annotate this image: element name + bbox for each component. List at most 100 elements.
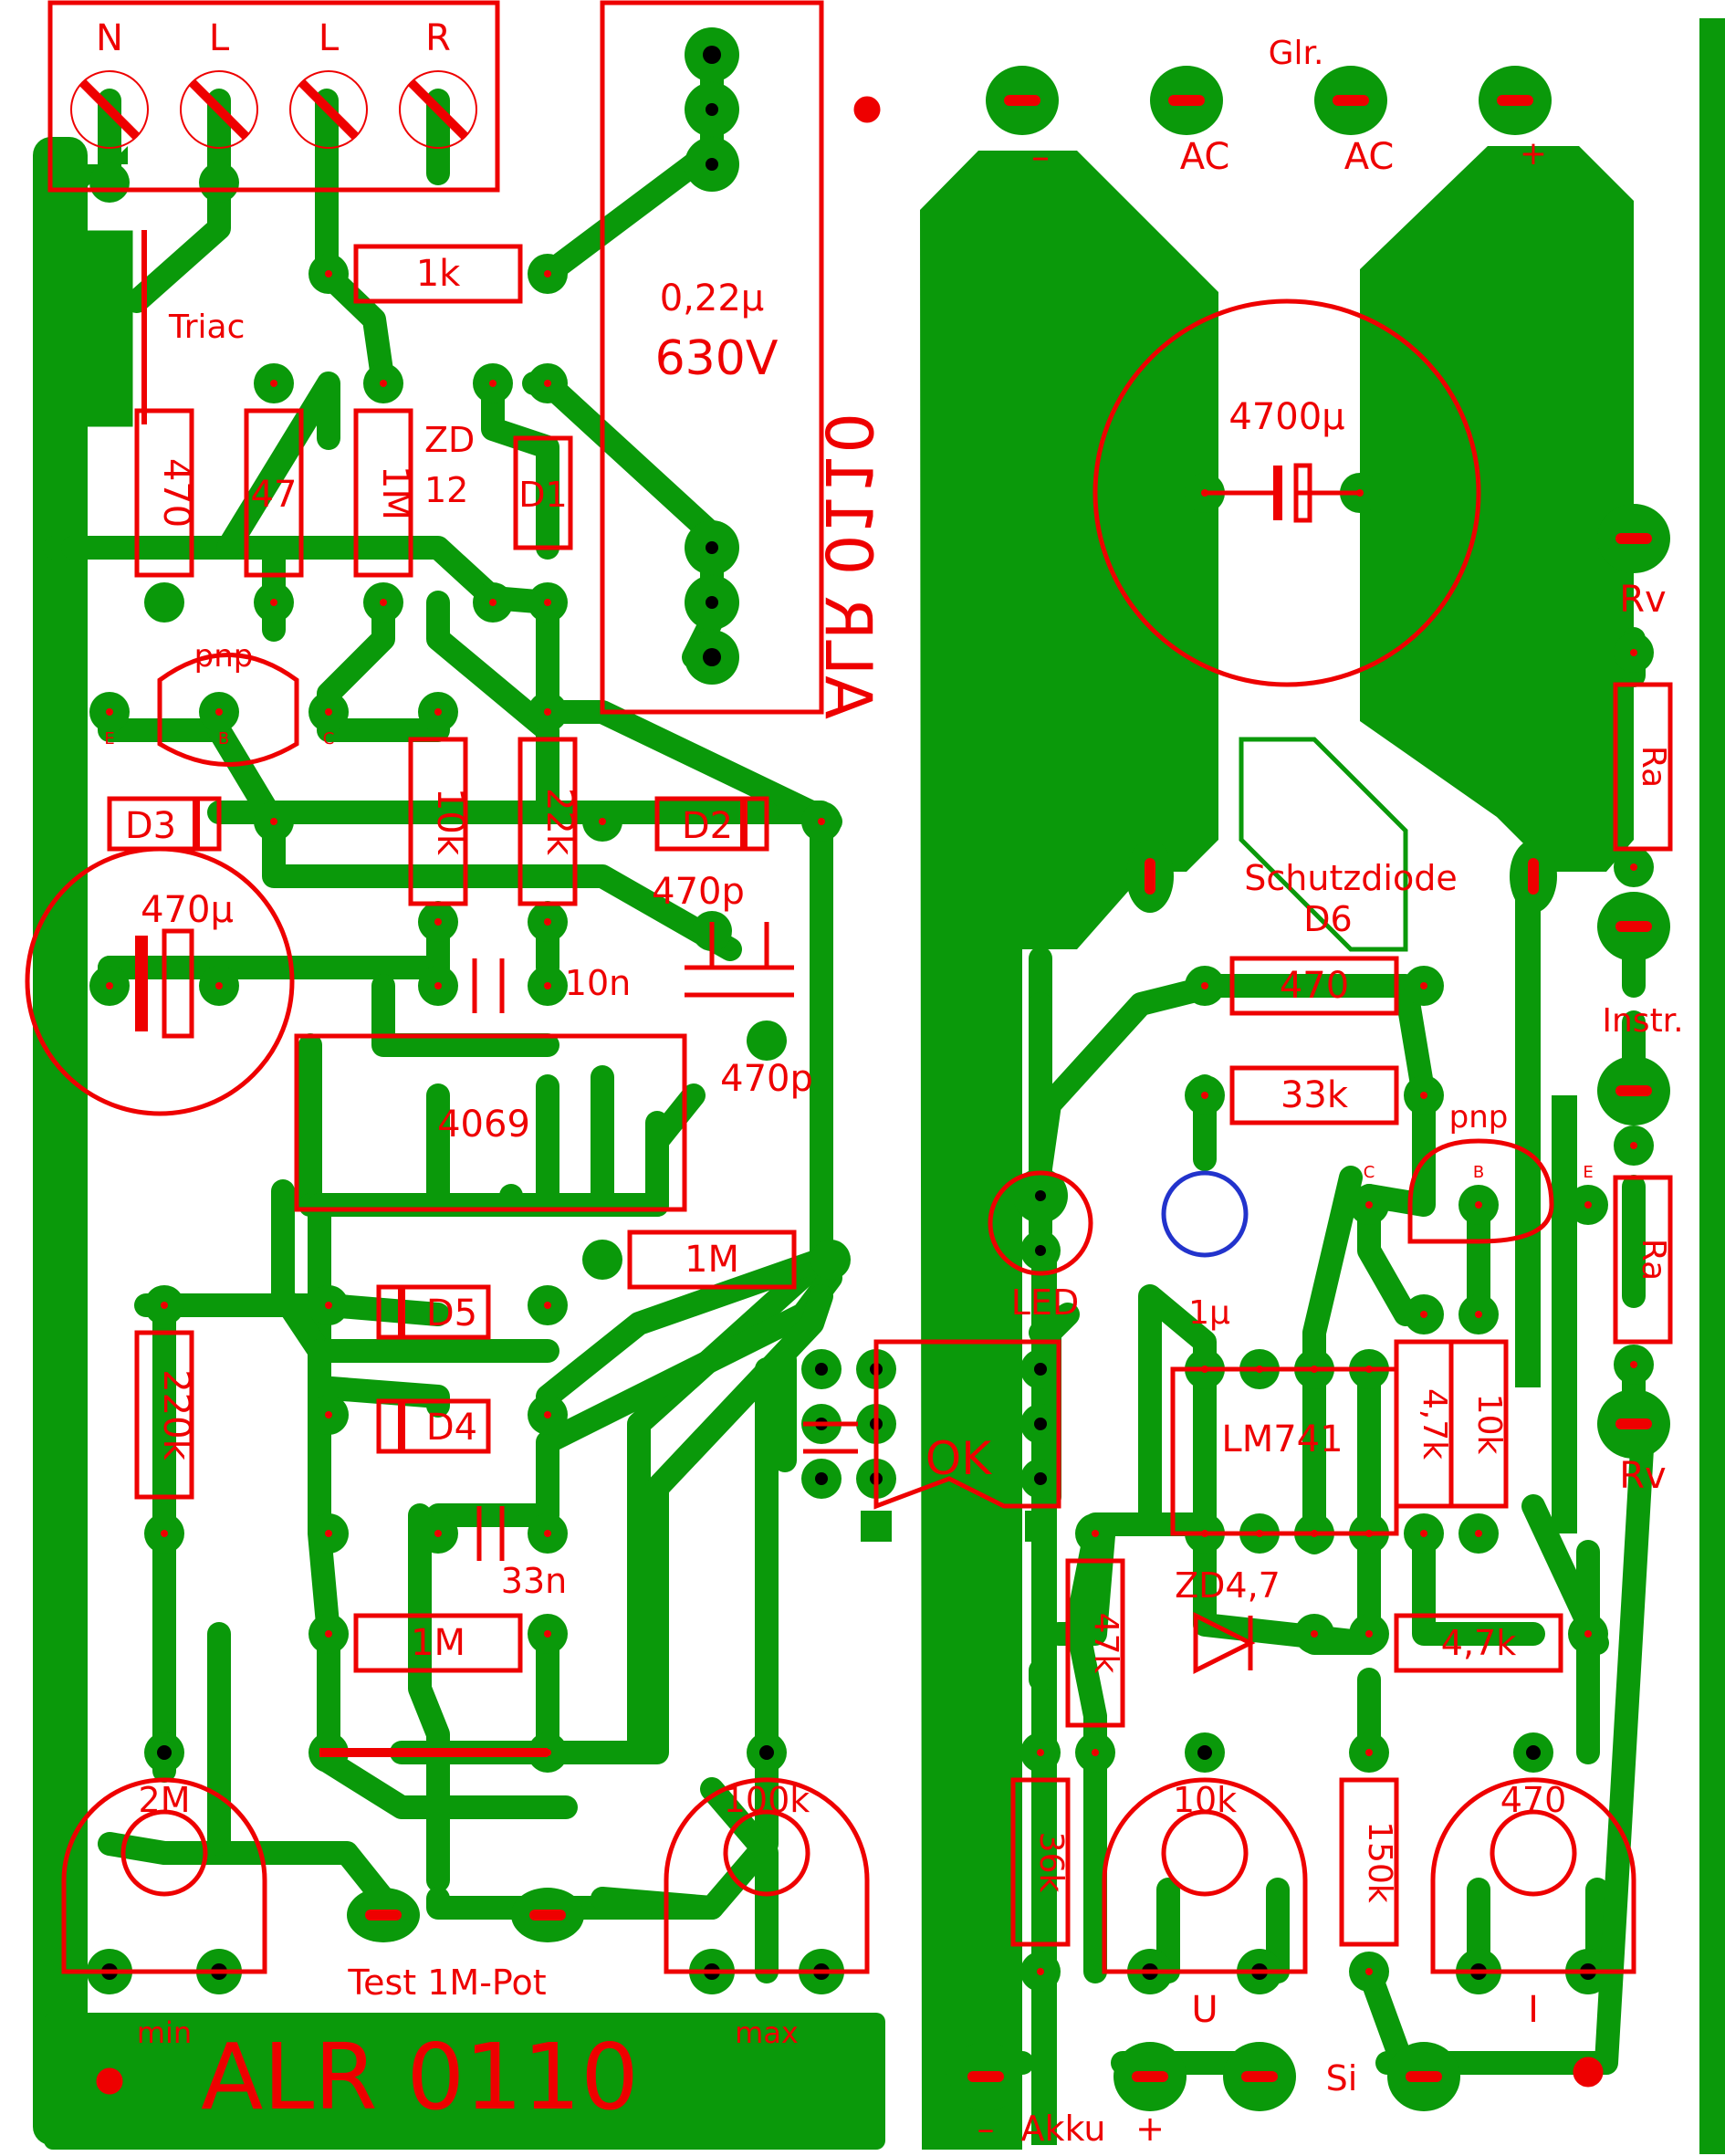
r47-outline (244, 408, 304, 578)
pnp-right-label: pnp (1449, 1099, 1509, 1136)
d6-label: D6 (1303, 899, 1352, 939)
c-right-label: C (1364, 1163, 1375, 1182)
r470-right-outline (1229, 956, 1399, 1016)
pot100k-label: 100k (724, 1780, 810, 1820)
d1-label: D1 (518, 475, 567, 515)
r470-label: 470 (155, 458, 197, 528)
c470p-bot-label: 470p (720, 1058, 813, 1100)
mirrored-label: ALR 0110 (810, 413, 885, 719)
ic4069-label: 4069 (437, 1104, 530, 1146)
terminal-label: R (425, 17, 451, 59)
r47k-label: 47k (1087, 1613, 1124, 1674)
c4700u-label: 4700µ (1228, 396, 1344, 438)
b-left-label: B (218, 729, 229, 748)
pot470-label: 470 (1500, 1780, 1567, 1820)
ic4069-outline (294, 1033, 687, 1212)
d5-outline (376, 1284, 491, 1340)
r150k-outline (1339, 1777, 1399, 1947)
c470p-top-label: 470p (652, 871, 745, 913)
ok-connector-outline (873, 1339, 1061, 1510)
r1M-mid-label: 1M (685, 1239, 739, 1281)
d2-label: D2 (682, 805, 733, 847)
e-left-label: E (104, 729, 114, 748)
d3-label: D3 (125, 805, 176, 847)
led-label: LED (1011, 1282, 1079, 1323)
terminal-label: L (319, 17, 340, 59)
d4-label: D4 (426, 1407, 477, 1449)
zd12-label: 12 (424, 470, 468, 510)
pnp-right-outline (1407, 1138, 1554, 1244)
pot100k-outline (664, 1777, 870, 1974)
rv-top-label: Rv (1619, 579, 1666, 621)
copper-layer (33, 18, 1725, 2154)
labels: N L L R Triac 470 47 1M 1k ZD 12 D1 0,22… (96, 17, 1684, 2149)
glr-label: Glr. (1269, 35, 1324, 72)
min-label: min (137, 2015, 192, 2050)
r220k-outline (134, 1330, 194, 1500)
c4700u-outline (1092, 298, 1481, 687)
r470-outline (134, 408, 194, 578)
d2-outline (654, 796, 769, 852)
zd47-label: ZD4,7 (1175, 1565, 1281, 1606)
c10n-label: 10n (565, 963, 631, 1003)
r220k-label: 220k (155, 1369, 197, 1460)
u-label: U (1191, 1989, 1218, 2031)
pot2M-outline (61, 1777, 267, 1974)
akku-plus-label: + (1135, 2109, 1165, 2149)
r1k-outline (353, 244, 523, 304)
d5-label: D5 (426, 1293, 477, 1334)
zd12-label: ZD (424, 420, 475, 460)
terminal-block (47, 0, 500, 193)
c470u-outline (25, 846, 295, 1116)
r10k-right-outline (1448, 1339, 1509, 1509)
ac2-label: AC (1344, 136, 1395, 178)
c1u-outline (1161, 1170, 1249, 1258)
ok-label: OK (925, 1432, 992, 1485)
rv-bot-label: Rv (1619, 1455, 1666, 1497)
board-title: ALR 0110 (201, 2024, 639, 2130)
r10k-label: 10k (429, 788, 471, 856)
r1M-low-label: 1M (411, 1622, 465, 1664)
c33n-label: 33n (501, 1561, 567, 1601)
test-pot-label: Test 1M-Pot (347, 1962, 546, 2003)
e-right-label: E (1583, 1163, 1593, 1182)
cap-022-label: 630V (655, 331, 779, 386)
pot2M-label: 2M (139, 1780, 191, 1820)
lm741-label: LM741 (1221, 1418, 1343, 1460)
plus-top-label: + (1520, 135, 1547, 173)
title-bar-copper (44, 2013, 885, 2150)
r1M-mid-outline (627, 1230, 797, 1290)
r36k-label: 36k (1032, 1832, 1070, 1893)
pot470-outline (1430, 1777, 1636, 1974)
b-right-label: B (1473, 1163, 1484, 1182)
led-outline (988, 1170, 1093, 1276)
d1-outline (513, 435, 573, 550)
i-label: I (1528, 1989, 1539, 2031)
akku-label: Akku (1021, 2109, 1106, 2149)
r47-label: 47 (251, 474, 298, 516)
r4_7k-h-outline (1394, 1613, 1563, 1673)
pnp-left-label: pnp (194, 638, 254, 675)
r4_7k-v-label: 4,7k (1416, 1388, 1453, 1460)
akku-minus-label: – (978, 2109, 995, 2149)
ra-top-outline (1613, 682, 1673, 852)
max-label: max (735, 2015, 799, 2050)
c-left-label: C (323, 729, 335, 748)
r36k-outline (1010, 1777, 1071, 1947)
d4-outline (376, 1398, 491, 1454)
r33k-outline (1229, 1065, 1399, 1125)
minus-top-label: – (1031, 136, 1050, 178)
r4_7k-h-label: 4,7k (1441, 1623, 1516, 1663)
c470u-label: 470µ (141, 889, 234, 931)
r1M-top-outline (353, 408, 413, 578)
terminal-label: L (209, 17, 230, 59)
r10k-right-label: 10k (1470, 1394, 1508, 1455)
pot10k-outline (1102, 1777, 1308, 1974)
r1k-label: 1k (416, 253, 461, 295)
negative-plane (920, 151, 1218, 2150)
schutz-label: Schutzdiode (1244, 858, 1457, 898)
r22k-outline (518, 737, 578, 906)
r47k-outline (1065, 1558, 1125, 1728)
r470-right-label: 470 (1280, 965, 1349, 1007)
r1M-low-outline (353, 1613, 523, 1673)
